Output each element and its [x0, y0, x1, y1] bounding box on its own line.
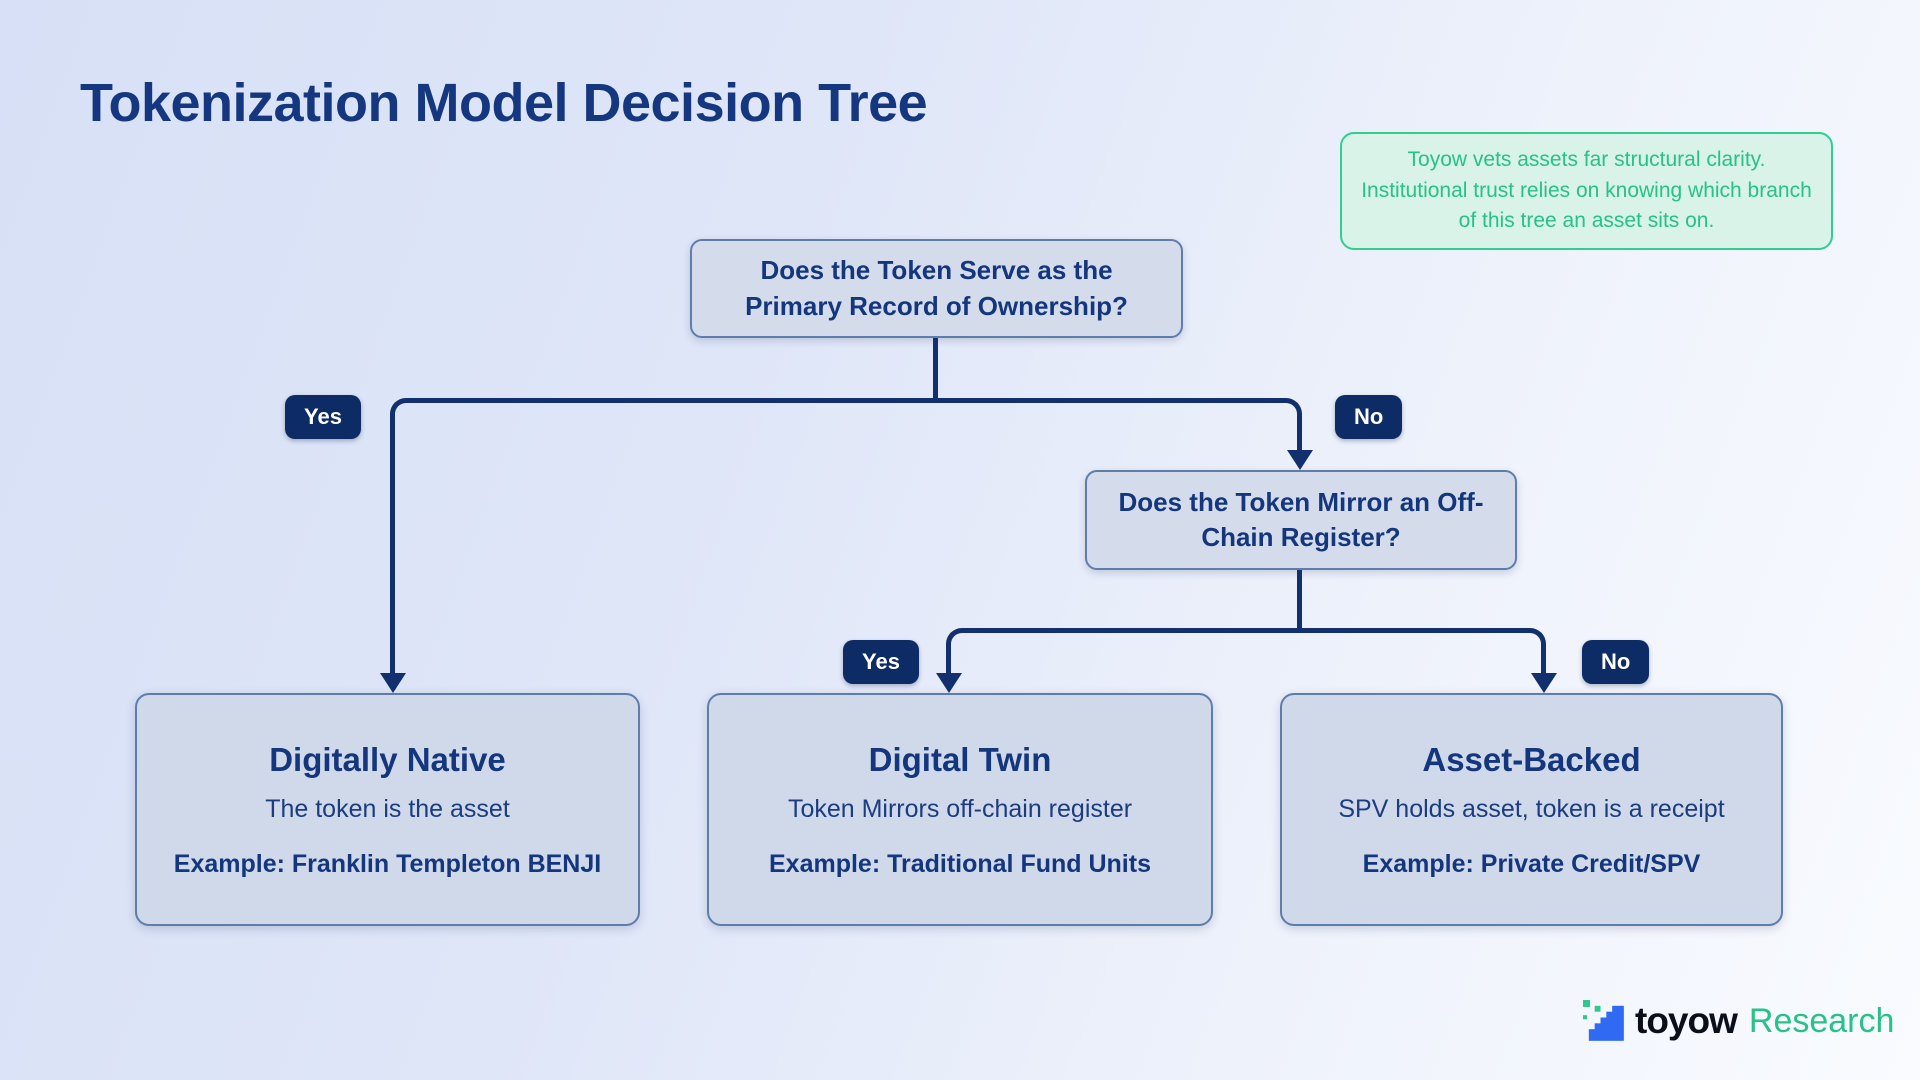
arrowhead-to-digital-twin: [936, 673, 962, 693]
note-text: Toyow vets assets far structural clarity…: [1361, 148, 1812, 233]
leaf-card-digitally-native: Digitally Native The token is the asset …: [135, 693, 640, 926]
leaf-description: SPV holds asset, token is a receipt: [1338, 794, 1725, 823]
leaf-example: Example: Private Credit/SPV: [1362, 849, 1701, 878]
connector-second-stem: [1297, 570, 1302, 630]
leaf-description: The token is the asset: [265, 794, 510, 823]
leaf-title: Asset-Backed: [1422, 740, 1641, 778]
arrowhead-to-digitally-native: [380, 673, 406, 693]
second-question-text: Does the Token Mirror an Off-Chain Regis…: [1118, 486, 1484, 552]
badge-second-no: No: [1582, 640, 1650, 684]
decision-node-root: Does the Token Serve as the Primary Reco…: [690, 239, 1183, 338]
leaf-card-digital-twin: Digital Twin Token Mirrors off-chain reg…: [707, 693, 1213, 926]
leaf-example: Example: Traditional Fund Units: [769, 849, 1151, 878]
footer-logo: toyow Research: [1583, 1000, 1894, 1042]
leaf-description: Token Mirrors off-chain register: [787, 794, 1133, 823]
toyow-logo-icon: [1583, 1000, 1624, 1041]
connector-root-stem: [933, 338, 938, 400]
leaf-title: Digital Twin: [868, 740, 1052, 778]
arrowhead-to-second-node: [1287, 450, 1313, 470]
root-question-text: Does the Token Serve as the Primary Reco…: [745, 255, 1128, 321]
arrowhead-to-asset-backed: [1531, 673, 1557, 693]
brand-suffix: Research: [1748, 1001, 1895, 1040]
leaf-card-asset-backed: Asset-Backed SPV holds asset, token is a…: [1280, 693, 1783, 926]
connector-level1-branch: [390, 398, 1302, 442]
connector-level1-left-drop: [390, 440, 395, 676]
leaf-title: Digitally Native: [269, 740, 506, 778]
connector-level1-right-drop: [1297, 440, 1302, 452]
brand-name: toyow: [1635, 1000, 1738, 1041]
note-box: Toyow vets assets far structural clarity…: [1340, 132, 1833, 250]
leaf-example: Example: Franklin Templeton BENJI: [173, 849, 602, 878]
page-title: Tokenization Model Decision Tree: [80, 73, 928, 133]
badge-root-yes: Yes: [285, 395, 361, 439]
connector-level2-branch: [946, 628, 1546, 672]
badge-root-no: No: [1335, 395, 1403, 439]
badge-second-yes: Yes: [843, 640, 919, 684]
decision-node-second: Does the Token Mirror an Off-Chain Regis…: [1085, 470, 1517, 570]
